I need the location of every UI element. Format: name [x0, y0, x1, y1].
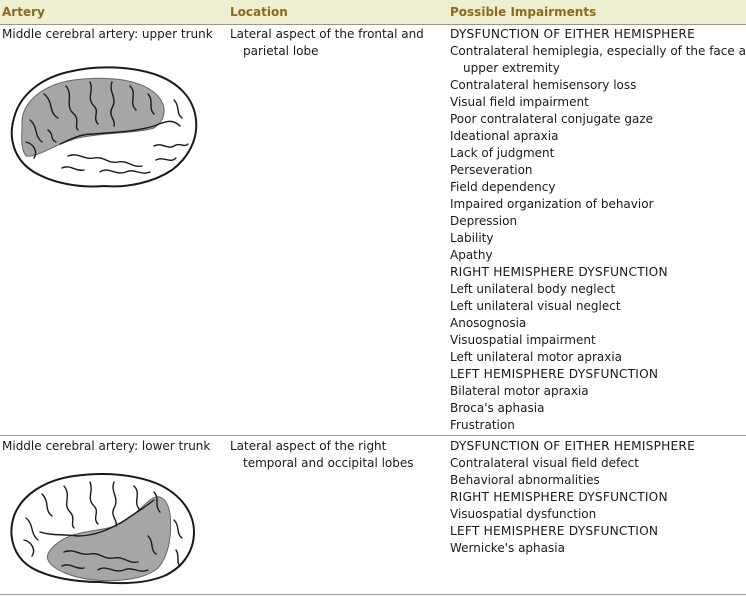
location-cell: Lateral aspect of the right temporal and…: [230, 438, 430, 472]
brain-lower-trunk-illustration: [10, 473, 196, 585]
impairment-heading: DYSFUNCTION OF EITHER HEMISPHERE: [450, 27, 695, 41]
impairment-item: Lability: [450, 231, 494, 245]
impairment-item: Depression: [450, 214, 518, 228]
impairment-item: Ideational apraxia: [450, 129, 559, 143]
brain-upper-trunk-illustration: [10, 66, 198, 188]
impairment-item: Bilateral motor apraxia: [450, 384, 589, 398]
location-line: parietal lobe: [243, 44, 319, 58]
impairment-item: Wernicke's aphasia: [450, 541, 565, 555]
impairment-item: Left unilateral visual neglect: [450, 299, 621, 313]
impairment-item: Apathy: [450, 248, 493, 262]
impairment-item: Lack of judgment: [450, 146, 555, 160]
impairment-heading: LEFT HEMISPHERE DYSFUNCTION: [450, 367, 659, 381]
location-cell: Lateral aspect of the frontal and pariet…: [230, 26, 430, 60]
impairment-item: Contralateral hemiplegia, especially of …: [450, 44, 746, 58]
impairment-item: Behavioral abnormalities: [450, 473, 600, 487]
location-line: temporal and occipital lobes: [243, 456, 414, 470]
header-impairments: Possible Impairments: [450, 5, 597, 19]
impairment-item: Broca's aphasia: [450, 401, 545, 415]
table-row: Middle cerebral artery: lower trunk: [0, 436, 746, 595]
impairments-cell: DYSFUNCTION OF EITHER HEMISPHERE Contral…: [450, 26, 746, 434]
impairment-item: Visuospatial dysfunction: [450, 507, 597, 521]
impairment-item: Visual field impairment: [450, 95, 589, 109]
impairment-item: Contralateral visual field defect: [450, 456, 639, 470]
impairment-item: Perseveration: [450, 163, 533, 177]
impairment-item: upper extremity: [463, 61, 560, 75]
impairment-item: Visuospatial impairment: [450, 333, 596, 347]
impairment-heading: DYSFUNCTION OF EITHER HEMISPHERE: [450, 439, 695, 453]
header-artery: Artery: [2, 5, 45, 19]
impairment-item: Poor contralateral conjugate gaze: [450, 112, 653, 126]
impairment-item: Field dependency: [450, 180, 556, 194]
location-line: Lateral aspect of the right: [230, 439, 387, 453]
impairment-item: Frustration: [450, 418, 515, 432]
artery-cell: Middle cerebral artery: lower trunk: [2, 439, 211, 453]
impairment-heading: RIGHT HEMISPHERE DYSFUNCTION: [450, 265, 668, 279]
impairment-item: Left unilateral motor apraxia: [450, 350, 623, 364]
impairments-cell: DYSFUNCTION OF EITHER HEMISPHERE Contral…: [450, 438, 746, 557]
location-line: Lateral aspect of the frontal and: [230, 27, 424, 41]
impairment-item: Impaired organization of behavior: [450, 197, 654, 211]
table-header: Artery Location Possible Impairments: [0, 0, 746, 25]
impairment-item: Contralateral hemisensory loss: [450, 78, 637, 92]
header-location: Location: [230, 5, 288, 19]
impairment-heading: LEFT HEMISPHERE DYSFUNCTION: [450, 524, 659, 538]
table-row: Middle cerebral artery: upper trunk: [0, 24, 746, 436]
impairment-item: Left unilateral body neglect: [450, 282, 616, 296]
impairment-item: Anosognosia: [450, 316, 527, 330]
artery-cell: Middle cerebral artery: upper trunk: [2, 27, 213, 41]
impairment-heading: RIGHT HEMISPHERE DYSFUNCTION: [450, 490, 668, 504]
